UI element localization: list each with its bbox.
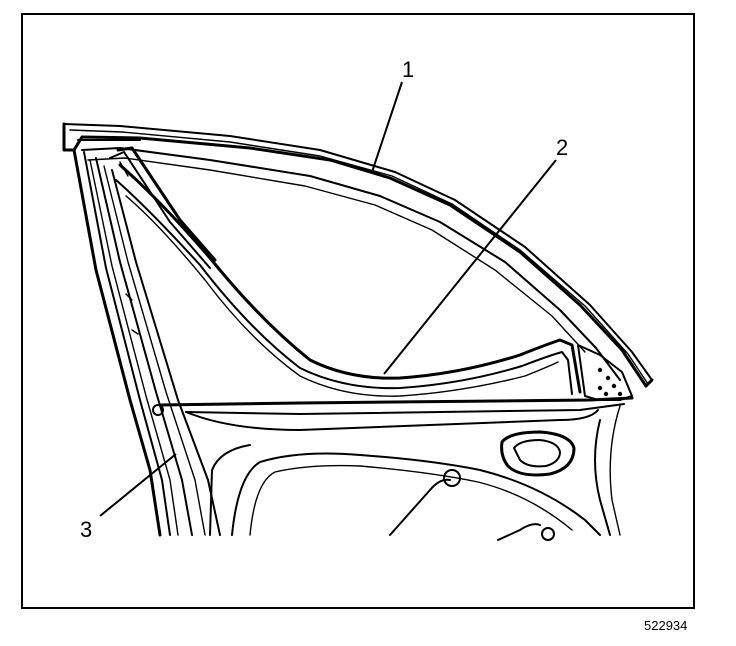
mirror-bolt-dot [605,375,611,381]
mirror-bolt-dot [603,391,609,397]
leader-line-2 [383,159,557,375]
figure-number: 522934 [644,618,688,633]
leader-line-1 [371,81,403,173]
mirror-bolt-dot [597,367,603,373]
mirror-bolt-dot [617,391,623,397]
callout-3: 3 [80,517,92,542]
door-panel-hole [541,527,555,541]
mirror-bolt-dot [597,385,603,391]
diagram-frame [21,13,695,609]
callout-2: 2 [556,135,568,160]
mirror-bolt-dot [611,383,617,389]
door-illustration [62,122,654,541]
pillar-fastener [152,404,164,416]
door-panel-hole [443,469,461,487]
callout-1: 1 [402,57,414,82]
leader-line-3 [99,453,177,517]
